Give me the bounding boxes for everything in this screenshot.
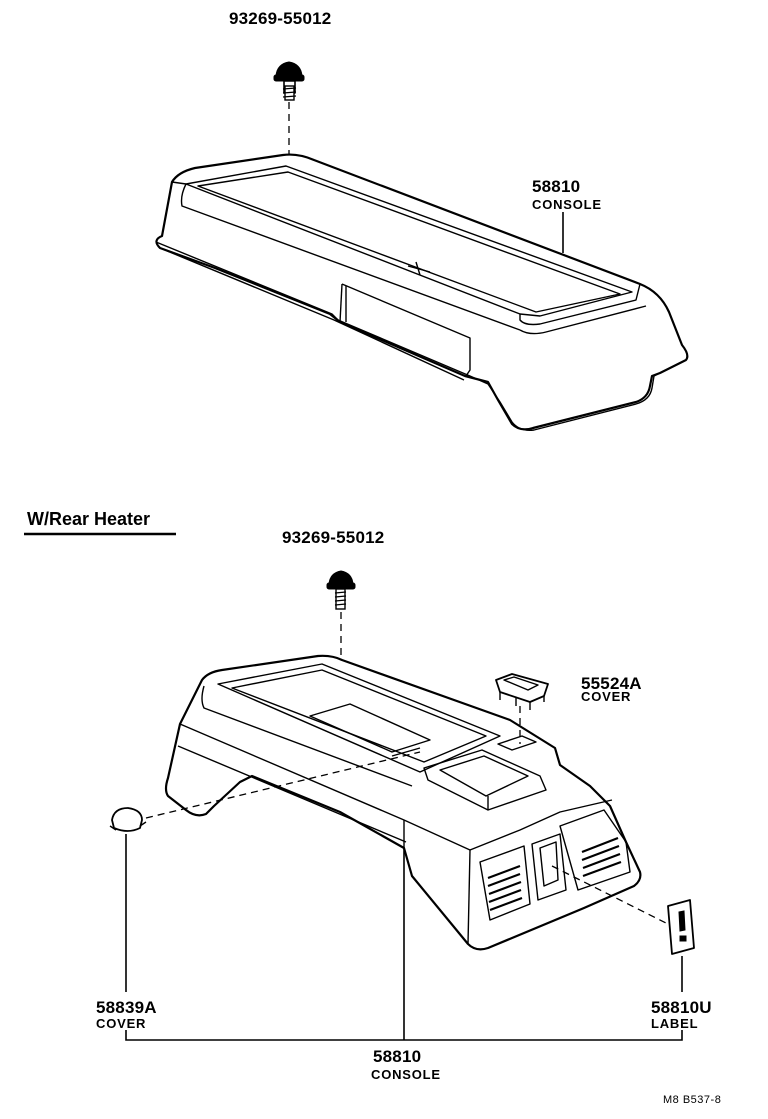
bottom-bracket-line bbox=[125, 1030, 683, 1041]
bottom-bolt-part-number: 93269-55012 bbox=[282, 528, 385, 547]
top-bolt-part-number: 93269-55012 bbox=[229, 9, 332, 28]
top-bolt-icon bbox=[273, 61, 305, 101]
label-part-number: 58810U bbox=[651, 998, 712, 1017]
top-cover-part bbox=[495, 673, 549, 710]
left-cover-part-number: 58839A bbox=[96, 998, 157, 1017]
top-cover-part-number: 55524A bbox=[581, 674, 642, 693]
top-console-name: CONSOLE bbox=[532, 197, 602, 212]
bottom-console-name: CONSOLE bbox=[371, 1067, 441, 1082]
label-part-name: LABEL bbox=[651, 1016, 699, 1031]
left-cover-part bbox=[109, 807, 147, 832]
bottom-console-body bbox=[164, 654, 642, 951]
bottom-console-part-number: 58810 bbox=[373, 1047, 422, 1066]
label-guide-line bbox=[551, 865, 669, 925]
label-part bbox=[667, 899, 695, 955]
top-console-part-number: 58810 bbox=[532, 177, 581, 196]
bottom-bolt-icon bbox=[326, 570, 356, 610]
section-title: W/Rear Heater bbox=[27, 509, 151, 529]
left-cover-name: COVER bbox=[96, 1016, 147, 1031]
top-cover-name: COVER bbox=[581, 689, 632, 704]
left-cover-guide-line bbox=[145, 751, 421, 819]
top-console-body bbox=[155, 153, 689, 432]
figure-code: M8 B537-8 bbox=[663, 1094, 722, 1106]
